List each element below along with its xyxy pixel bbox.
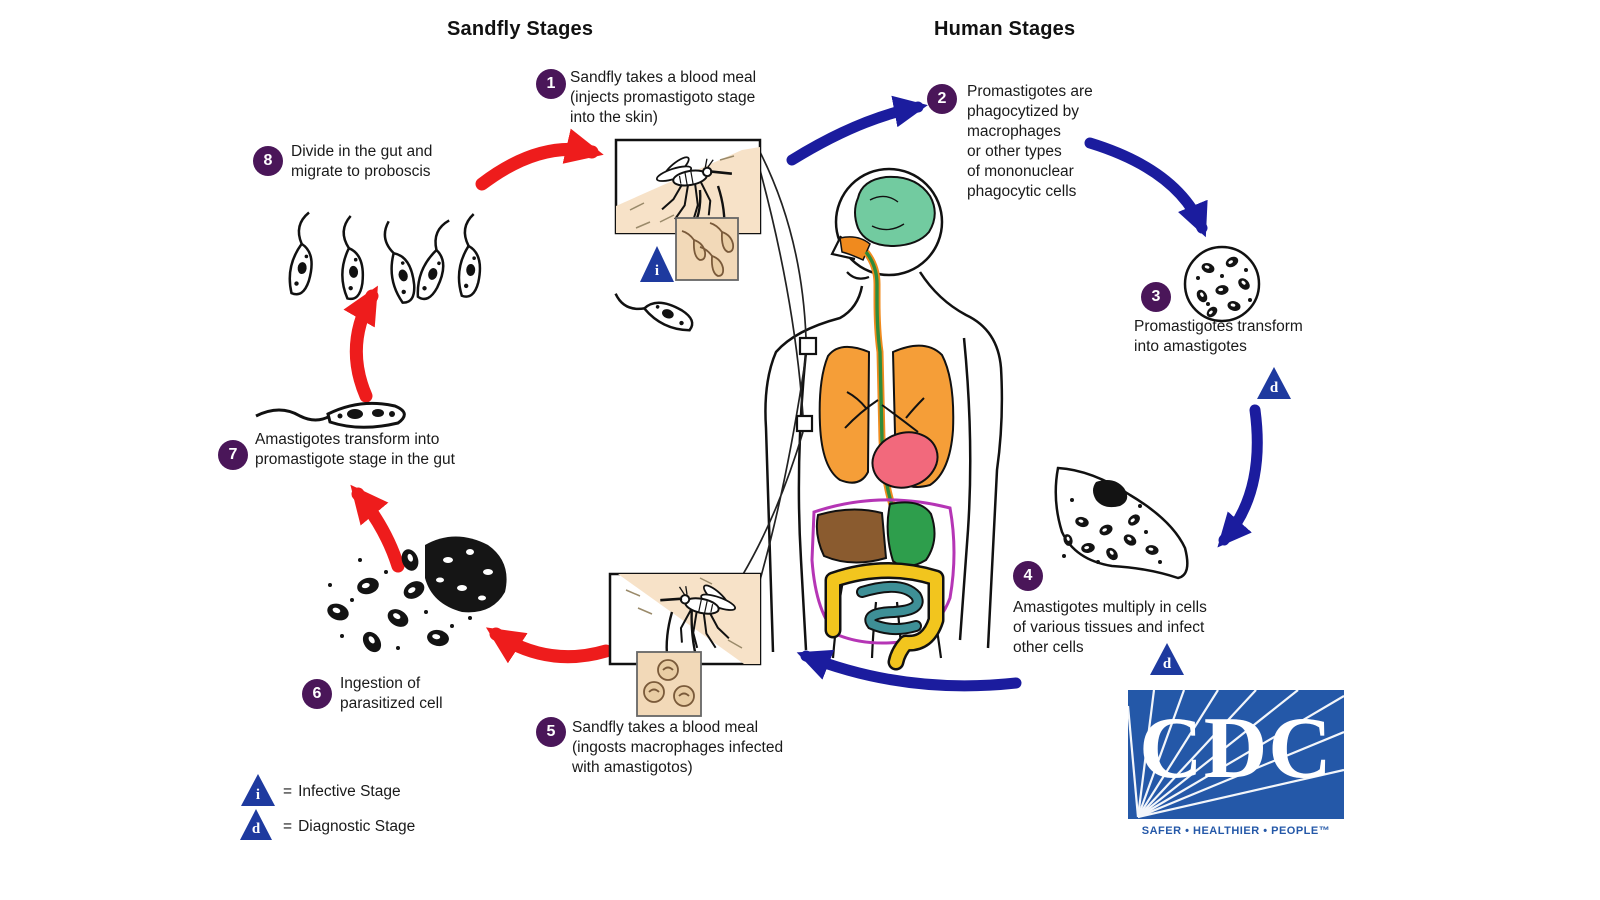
tissue-cell-with-amastigotes-drawing	[1054, 466, 1189, 580]
step-3-text: Promastigotes transform into amastigotes	[1134, 318, 1303, 355]
arrow-3-to-4	[1217, 404, 1263, 548]
arrow-6-to-7	[350, 484, 405, 573]
promastigote-gut-drawing	[255, 401, 406, 429]
step-4-badge: 4	[1013, 561, 1043, 591]
cdc-acronym: CDC	[1139, 700, 1333, 797]
human-stages-title: Human Stages	[934, 18, 1076, 40]
arrow-5-to-6	[485, 627, 613, 664]
human-cycle-arrows	[786, 95, 1263, 692]
step-2-text: Promastigotes are phagocytized by macrop…	[967, 83, 1093, 200]
sandfly-stages-title: Sandfly Stages	[447, 18, 594, 40]
cdc-logo: CDC	[1128, 690, 1344, 819]
macrophage-with-amastigotes-drawing	[1183, 245, 1261, 323]
arrow-8-to-1	[475, 128, 604, 191]
step-7-text: Amastigotes transform into promastigote …	[255, 431, 455, 468]
legend-equals: =	[283, 783, 293, 800]
legend-equals: =	[283, 818, 293, 835]
step-6-badge: 6	[302, 679, 332, 709]
cdc-tagline: SAFER • HEALTHIER • PEOPLE™	[1141, 825, 1331, 837]
legend-diagnostic-label: Diagnostic Stage	[298, 818, 416, 835]
step-1-badge: 1	[536, 69, 566, 99]
step-4-text: Amastigotes multiply in cells of various…	[1013, 599, 1207, 656]
human-body-illustration	[741, 151, 1004, 671]
step-1-text: Sandfly takes a blood meal (injects prom…	[570, 69, 757, 126]
step-2-badge: 2	[927, 84, 957, 114]
step-6-text: Ingestion of parasitized cell	[340, 675, 443, 712]
step-5-badge: 5	[536, 717, 566, 747]
step-5-text: Sandfly takes a blood meal (ingosts macr…	[572, 719, 784, 776]
arrow-4-to-5	[796, 649, 1022, 692]
step-8-badge: 8	[253, 146, 283, 176]
sandfly-bite-inset-top	[610, 138, 762, 336]
arrow-7-to-8	[343, 285, 379, 403]
legend-infective-row: = Infective Stage	[283, 783, 401, 801]
step-8-text: Divide in the gut and migrate to probosc…	[291, 143, 433, 180]
arrow-1-to-2	[786, 95, 928, 166]
cdc-logo-rays	[1128, 690, 1344, 819]
step-7-badge: 7	[218, 440, 248, 470]
sandfly-bite-inset-bottom	[608, 572, 762, 717]
step-3-badge: 3	[1141, 282, 1171, 312]
promastigotes-group-drawing	[286, 209, 484, 306]
legend-diagnostic-row: = Diagnostic Stage	[283, 818, 415, 836]
sandfly-cycle-arrows	[343, 128, 613, 664]
arrow-2-to-3	[1084, 137, 1208, 238]
parasitized-cell-drawing	[324, 536, 507, 656]
legend-infective-label: Infective Stage	[298, 783, 401, 800]
